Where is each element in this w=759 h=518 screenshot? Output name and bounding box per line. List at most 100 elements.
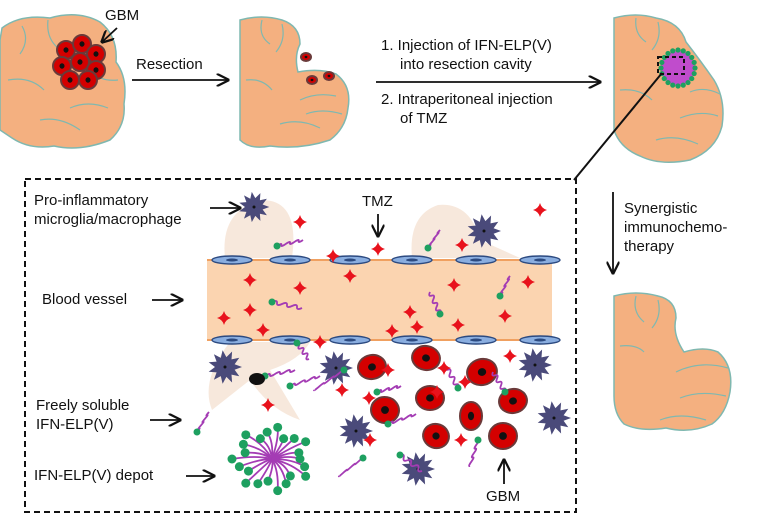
tmz-molecule bbox=[521, 275, 535, 289]
zoom-connector-line bbox=[573, 72, 663, 181]
brain-gyrus-lines bbox=[619, 295, 729, 421]
dark-cell-body bbox=[249, 373, 265, 385]
brain-treated bbox=[613, 14, 724, 163]
tmz-molecule bbox=[447, 278, 461, 292]
microglia-label-line1: Pro-inflammatory bbox=[34, 192, 149, 209]
tmz-molecule bbox=[293, 281, 307, 295]
endothelial-cell bbox=[391, 335, 433, 345]
tmz-molecule bbox=[458, 375, 472, 389]
microglia-cell bbox=[239, 191, 270, 223]
ifn-elp-molecule bbox=[337, 454, 367, 478]
gbm-pointer-arrow bbox=[102, 27, 118, 42]
endothelial-cell bbox=[211, 335, 253, 345]
gbm-cell bbox=[306, 75, 318, 85]
gbm-cell bbox=[370, 395, 400, 425]
residual-tumor-cells bbox=[300, 52, 335, 85]
tmz-molecule bbox=[293, 215, 307, 229]
gbm-cell bbox=[323, 71, 335, 81]
tmz-molecule bbox=[313, 335, 327, 349]
gbm-cell bbox=[86, 44, 106, 64]
gbm-cell bbox=[60, 70, 80, 90]
ifn-elp-molecule bbox=[496, 275, 511, 300]
gbm-cells bbox=[357, 344, 528, 450]
gbm-cell bbox=[300, 52, 312, 62]
ifn-elp-molecule bbox=[491, 371, 509, 396]
ifn-elp-molecule bbox=[313, 366, 348, 392]
therapy-line2: immunochemo- bbox=[624, 219, 728, 236]
depot-chain bbox=[271, 448, 304, 460]
tmz-molecule bbox=[455, 238, 469, 252]
depot-chain bbox=[241, 458, 273, 488]
ifn-head bbox=[691, 70, 697, 77]
depot-chain bbox=[271, 422, 283, 460]
step2-line1: 2. Intraperitoneal injection bbox=[381, 91, 553, 108]
ifn-elp-molecule bbox=[424, 229, 441, 252]
blood-vessel bbox=[207, 260, 552, 340]
tmz-molecule bbox=[503, 349, 517, 363]
step2-line2: of TMZ bbox=[400, 110, 448, 127]
ifn-head bbox=[670, 82, 676, 88]
tmz-molecule bbox=[454, 433, 468, 447]
endothelial-cell bbox=[211, 255, 253, 265]
ifn-head bbox=[659, 59, 665, 66]
ifn-head bbox=[665, 79, 671, 86]
brain-resected bbox=[239, 16, 350, 148]
ifn-elp-molecule bbox=[273, 239, 304, 250]
zoom-region-box bbox=[657, 56, 685, 75]
microglia-cell bbox=[319, 351, 353, 385]
gbm-cell bbox=[466, 357, 498, 387]
therapy-line3: therapy bbox=[624, 238, 675, 255]
gbm-cell bbox=[422, 422, 450, 450]
depot-label: IFN-ELP(V) depot bbox=[34, 467, 154, 484]
ifn-head bbox=[665, 50, 671, 57]
endothelial-cell bbox=[519, 255, 561, 265]
tmz-molecules bbox=[217, 203, 547, 447]
gbm-cell bbox=[415, 385, 445, 411]
endothelial-cell bbox=[329, 255, 371, 265]
ifn-elp-depot bbox=[227, 422, 311, 496]
ifn-head bbox=[692, 65, 698, 71]
therapy-line1: Synergistic bbox=[624, 200, 698, 217]
ifn-elp-molecules bbox=[193, 229, 511, 478]
ifn-head bbox=[691, 59, 697, 66]
vessel-label: Blood vessel bbox=[42, 291, 128, 308]
ifn-elp-molecule bbox=[396, 451, 423, 473]
ifn-elp-depot-in-cavity bbox=[658, 47, 698, 89]
ifn-elp-molecule bbox=[428, 291, 444, 318]
tmz-molecule bbox=[498, 309, 512, 323]
endothelial-cell bbox=[391, 255, 433, 265]
tmz-molecule bbox=[217, 311, 231, 325]
tmz-molecule bbox=[403, 305, 417, 319]
gbm-tumor-mass bbox=[52, 34, 106, 90]
microglia-cell bbox=[467, 214, 501, 248]
depot-chain bbox=[227, 454, 273, 464]
gbm-cell bbox=[72, 34, 92, 54]
ifn-head bbox=[675, 47, 681, 53]
ifn-head bbox=[658, 65, 664, 71]
brain-with-tumor bbox=[0, 14, 126, 149]
tmz-molecule bbox=[430, 385, 444, 399]
ifn-elp-molecule bbox=[468, 436, 482, 467]
microglia-cell bbox=[339, 414, 373, 448]
ifn-head bbox=[685, 79, 691, 86]
ifn-elp-molecule bbox=[293, 339, 310, 361]
soluble-label-line2: IFN-ELP(V) bbox=[36, 416, 114, 433]
tmz-molecule bbox=[243, 273, 257, 287]
ifn-elp-molecule bbox=[268, 298, 303, 310]
ifn-head bbox=[675, 83, 681, 89]
step1-line1: 1. Injection of IFN-ELP(V) bbox=[381, 37, 552, 54]
tmz-molecule bbox=[326, 249, 340, 263]
brain-gyrus-lines bbox=[245, 19, 343, 129]
microglia-cell bbox=[518, 348, 552, 382]
ifn-head bbox=[685, 50, 691, 57]
endothelial-cell bbox=[455, 335, 497, 345]
tmz-molecule bbox=[410, 320, 424, 334]
tmz-label: TMZ bbox=[362, 193, 393, 210]
gbm-inset-label: GBM bbox=[486, 488, 521, 505]
ifn-elp-molecule bbox=[193, 411, 210, 436]
gbm-cell bbox=[488, 422, 518, 450]
tmz-molecule bbox=[381, 363, 395, 377]
gbm-cell bbox=[411, 344, 441, 372]
endothelial-cell bbox=[519, 335, 561, 345]
